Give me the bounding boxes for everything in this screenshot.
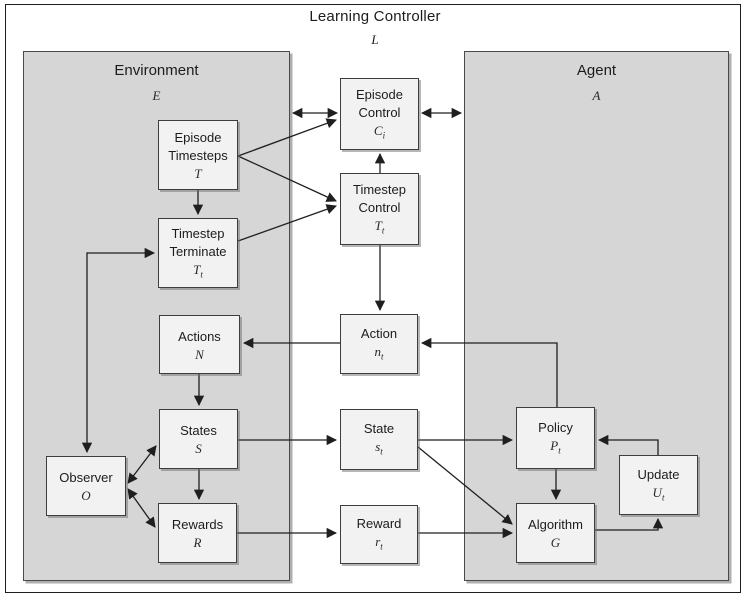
symbol-subscript: t [380,351,384,362]
node-label: Timestep [353,181,406,197]
symbol-letter: G [550,535,561,550]
node-symbol: rt [375,535,383,554]
node-episode-timesteps: Episode Timesteps T [158,120,238,190]
agent-panel-symbol: A [592,88,601,103]
symbol-letter: s [375,439,381,455]
node-symbol: Ut [652,484,665,505]
environment-panel-symbol: E [152,88,161,103]
node-label: States [180,423,217,438]
symbol-letter: T [194,166,202,181]
node-label: Policy [538,419,573,435]
node-label: Control [358,104,401,120]
node-label: State [363,421,395,437]
symbol-subscript: t [380,541,383,552]
diagram-title: Learning Controller [309,8,441,25]
symbol-subscript: i [382,130,386,141]
symbol-letter: C [373,122,383,138]
node-label: Algorithm [528,517,583,532]
node-symbol: S [195,442,202,456]
symbol-letter: T [193,261,201,277]
symbol-letter: S [195,441,202,456]
node-label: Terminate [169,243,227,259]
symbol-letter: T [374,217,382,233]
node-symbol: T [194,167,201,181]
node-observer: Observer O [46,456,126,516]
diagram-title-symbol: L [371,32,379,47]
node-label: Timesteps [168,148,228,163]
node-label: Control [358,199,401,215]
node-label: Episode [174,130,222,145]
symbol-letter: n [374,343,381,359]
node-symbol: O [81,489,90,503]
node-symbol: Pt [550,437,561,458]
node-label: Actions [178,328,221,344]
node-symbol: Ci [373,122,386,143]
symbol-subscript: t [381,225,385,236]
symbol-letter: R [193,535,202,550]
node-actions: Actions N [159,315,240,374]
node-timestep-terminate: Timestep Terminate Tt [158,218,238,288]
node-symbol: st [375,440,383,459]
node-reward: Reward rt [340,505,418,564]
agent-panel-title: Agent [576,62,617,79]
node-symbol: Tt [374,217,385,238]
node-symbol: R [194,536,202,550]
node-symbol: Tt [193,261,203,282]
node-algorithm: Algorithm G [516,503,595,563]
node-action: Action nt [340,314,418,374]
node-symbol: G [551,536,560,550]
symbol-subscript: t [200,269,203,280]
node-label: Action [360,325,398,341]
node-label: Reward [356,516,402,532]
node-label: Timestep [171,225,225,241]
symbol-letter: r [375,534,381,550]
node-update: Update Ut [619,455,698,515]
symbol-letter: N [195,346,204,362]
symbol-subscript: t [661,492,665,503]
node-label: Rewards [171,517,224,532]
node-label: Observer [59,470,113,485]
node-rewards: Rewards R [158,503,237,563]
diagram-title-block: Learning Controller L [0,8,750,48]
node-state: State st [340,409,418,470]
node-label: Update [637,466,680,482]
symbol-subscript: t [380,446,383,457]
node-states: States S [159,409,238,469]
node-policy: Policy Pt [516,407,595,469]
node-episode-control: Episode Control Ci [340,78,419,150]
symbol-letter: O [81,488,91,503]
node-label: Episode [356,86,403,102]
node-timestep-control: Timestep Control Tt [340,173,419,245]
symbol-letter: P [550,437,559,453]
symbol-subscript: t [558,445,561,456]
symbol-letter: U [652,484,662,500]
node-symbol: nt [374,343,384,364]
environment-panel-title: Environment [114,62,199,79]
node-symbol: N [195,346,204,362]
